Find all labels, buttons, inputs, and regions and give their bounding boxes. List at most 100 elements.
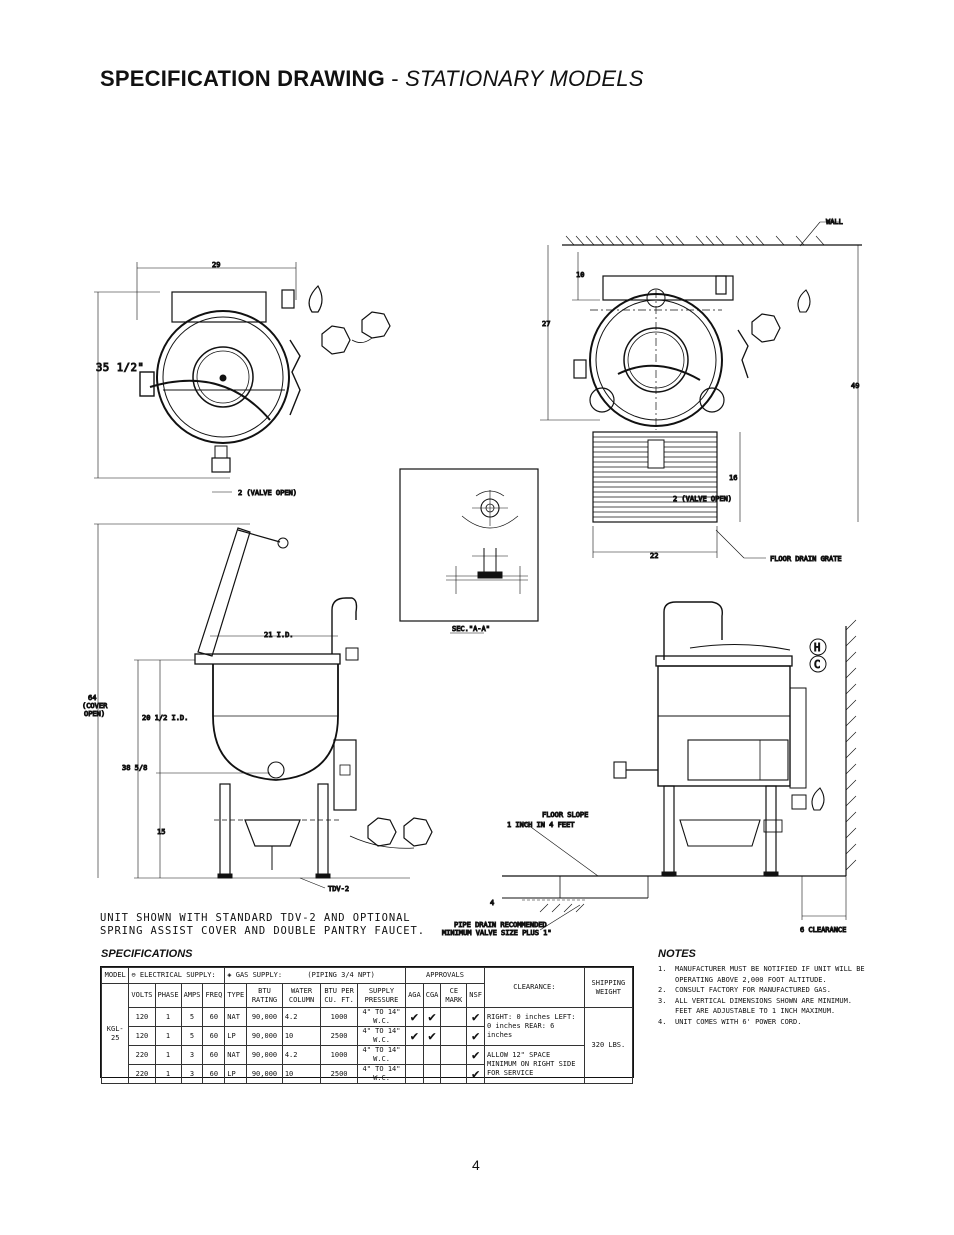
col-nsf: NSF (466, 983, 485, 1008)
top-view-right (540, 221, 862, 559)
empty-cell (440, 1064, 468, 1084)
dim-64: 64 (88, 694, 96, 702)
col-btu-rating: BTU RATING (246, 983, 283, 1008)
cell: 90,000 (246, 1045, 283, 1065)
check-icon: ✔ (405, 1007, 424, 1027)
caption-line-1: UNIT SHOWN WITH STANDARD TDV-2 AND OPTIO… (100, 912, 411, 924)
empty-cell (440, 1045, 468, 1065)
cell: 10 (281, 1064, 322, 1084)
cell: 90,000 (246, 1064, 283, 1084)
dim-20-1-2-id: 20 1/2 I.D. (142, 714, 188, 722)
empty-cell (422, 1045, 442, 1065)
note-item: 1.MANUFACTURER MUST BE NOTIFIED IF UNIT … (658, 964, 868, 985)
cell: 3 (180, 1045, 204, 1065)
note-item: 2.CONSULT FACTORY FOR MANUFACTURED GAS. (658, 985, 868, 996)
clearance-inches: RIGHT: 0 inches LEFT: 0 inches REAR: 6 i… (483, 1007, 585, 1046)
cell: 1000 (320, 1007, 358, 1027)
col-cga: CGA (422, 983, 442, 1008)
cell: 5 (180, 1026, 204, 1046)
notes-heading: NOTES (658, 948, 696, 960)
empty-cell (440, 1007, 468, 1027)
cell: 1 (154, 1064, 182, 1084)
note-number: 3. (658, 996, 667, 1005)
page-title: SPECIFICATION DRAWING - STATIONARY MODEL… (100, 66, 644, 91)
col-freq: FREQ (202, 983, 226, 1008)
dim-16: 16 (729, 474, 737, 482)
table-row: 220 1 3 60 LP 90,000 10 2500 4" TO 14" W… (102, 1064, 633, 1084)
cell: 4" TO 14" W.C. (356, 1045, 407, 1065)
note-text: MANUFACTURER MUST BE NOTIFIED IF UNIT WI… (675, 965, 865, 984)
cell: 90,000 (246, 1007, 283, 1027)
dim-4: 4 (490, 899, 494, 907)
label-floor-slope: FLOOR SLOPE (542, 811, 588, 819)
cell: 60 (202, 1026, 226, 1046)
header-piping: (PIPING 3/4 NPT) (307, 971, 375, 979)
col-aga: AGA (405, 983, 424, 1008)
header-approvals: APPROVALS (405, 967, 485, 984)
empty-cell (405, 1064, 424, 1084)
label-floor-drain-grate: FLOOR DRAIN GRATE (770, 555, 842, 563)
col-btu-per-cu-ft: BTU PER CU. FT. (320, 983, 358, 1008)
page-number: 4 (472, 1157, 480, 1173)
specifications-heading: SPECIFICATIONS (101, 948, 193, 960)
dim-10: 10 (576, 271, 584, 279)
cell: 60 (202, 1045, 226, 1065)
header-shipping: SHIPPING WEIGHT (583, 967, 634, 1008)
table-row: 120 1 5 60 NAT 90,000 4.2 1000 4" TO 14"… (102, 1007, 634, 1084)
note-item: 3. ALL VERTICAL DIMENSIONS SHOWN ARE MINI… (658, 996, 868, 1017)
dim-15: 15 (157, 828, 165, 836)
cell: 4" TO 14" W.C. (356, 1007, 407, 1027)
cell: 90,000 (246, 1026, 283, 1046)
cell: 1 (154, 1026, 182, 1046)
note-text: CONSULT FACTORY FOR MANUFACTURED GAS. (675, 986, 831, 994)
cell: 3 (180, 1064, 204, 1084)
dim-6-clearance: 6 CLEARANCE (800, 926, 846, 934)
label-pipe-drain: PIPE DRAIN RECOMMENDED (454, 921, 547, 929)
dim-21-id: 21 I.D. (264, 631, 294, 639)
notes-list: 1.MANUFACTURER MUST BE NOTIFIED IF UNIT … (658, 964, 868, 1027)
header-electrical-label: ELECTRICAL SUPPLY: (139, 971, 216, 979)
cell: 60 (202, 1007, 226, 1027)
dim-29: 29 (212, 261, 220, 269)
cell: 10 (281, 1026, 322, 1046)
dim-27: 27 (542, 320, 550, 328)
cell: 4.2 (281, 1007, 322, 1027)
cell: 120 (128, 1026, 156, 1046)
dim-35-1-2: 35 1/2" (96, 362, 144, 374)
label-floor-slope-ratio: 1 INCH IN 4 FEET (507, 821, 575, 829)
empty-cell (440, 1026, 468, 1046)
note-number: 4. (658, 1017, 667, 1026)
header-electrical: ⊖ ELECTRICAL SUPPLY: (128, 967, 226, 984)
col-volts: VOLTS (128, 983, 156, 1008)
cell: 2500 (320, 1064, 358, 1084)
cell: 220 (128, 1045, 156, 1065)
label-tdv-2: TDV-2 (328, 885, 349, 893)
dim-38-5-8: 38 5/8 (122, 764, 147, 772)
cell: 60 (202, 1064, 226, 1084)
check-icon: ✔ (466, 1007, 485, 1027)
label-wall: WALL (826, 218, 843, 226)
table-row: 120 1 5 60 LP 90,000 10 2500 4" TO 14" W… (102, 1026, 633, 1046)
cell: 1000 (320, 1045, 358, 1065)
cell: 120 (128, 1007, 156, 1027)
front-elevation (94, 523, 433, 889)
cell: 4.2 (281, 1045, 322, 1065)
header-clearance: CLEARANCE: (483, 967, 585, 1008)
clearance-service: ALLOW 12" SPACE MINIMUM ON RIGHT SIDE FO… (483, 1045, 585, 1084)
top-view-left (94, 262, 391, 493)
cell: 5 (180, 1007, 204, 1027)
empty-cell (422, 1064, 442, 1084)
check-icon: ✔ (405, 1026, 424, 1046)
col-water-column: WATER COLUMN (281, 983, 322, 1008)
side-elevation (502, 601, 857, 931)
note-text: UNIT COMES WITH 6' POWER CORD. (675, 1017, 802, 1026)
label-pipe-drain-size: MINIMUM VALVE SIZE PLUS 1" (442, 929, 552, 937)
note-text: ALL VERTICAL DIMENSIONS SHOWN ARE MINIMU… (675, 996, 853, 1016)
check-icon: ✔ (422, 1026, 442, 1046)
col-supply-pressure: SUPPLY PRESSURE (356, 983, 407, 1008)
cell: 2500 (320, 1026, 358, 1046)
dim-64-open: OPEN) (84, 710, 105, 718)
caption-line-2: SPRING ASSIST COVER AND DOUBLE PANTRY FA… (100, 925, 425, 937)
drawing-caption: UNIT SHOWN WITH STANDARD TDV-2 AND OPTIO… (100, 912, 425, 938)
